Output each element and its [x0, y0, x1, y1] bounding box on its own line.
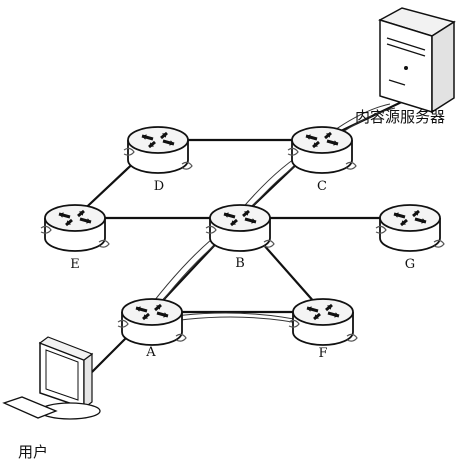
router-icon	[40, 204, 110, 252]
router-E: E	[40, 204, 110, 272]
router-label-A: A	[145, 345, 156, 360]
user: 用户	[2, 336, 101, 461]
router-icon	[205, 204, 275, 252]
user-label: 用户	[18, 443, 48, 461]
router-icon	[288, 298, 358, 346]
router-G: G	[375, 204, 445, 272]
router-label-B: B	[235, 256, 245, 271]
router-icon	[287, 126, 357, 174]
router-label-F: F	[318, 346, 327, 361]
computer-icon	[2, 336, 101, 420]
router-A: A	[117, 298, 187, 360]
server-icon	[378, 7, 456, 114]
router-label-G: G	[405, 257, 415, 272]
router-F: F	[288, 298, 358, 361]
router-icon	[375, 204, 445, 252]
router-icon	[123, 126, 193, 174]
router-icon	[117, 298, 187, 346]
router-B: B	[205, 204, 275, 271]
routers-layer: A B C D E F G	[40, 126, 445, 361]
router-D: D	[123, 126, 193, 194]
router-label-C: C	[317, 179, 327, 194]
router-label-D: D	[154, 179, 164, 194]
router-label-E: E	[70, 257, 80, 272]
router-C: C	[287, 126, 357, 194]
server-label: 内容源服务器	[355, 108, 445, 126]
server: 内容源服务器	[355, 7, 456, 126]
